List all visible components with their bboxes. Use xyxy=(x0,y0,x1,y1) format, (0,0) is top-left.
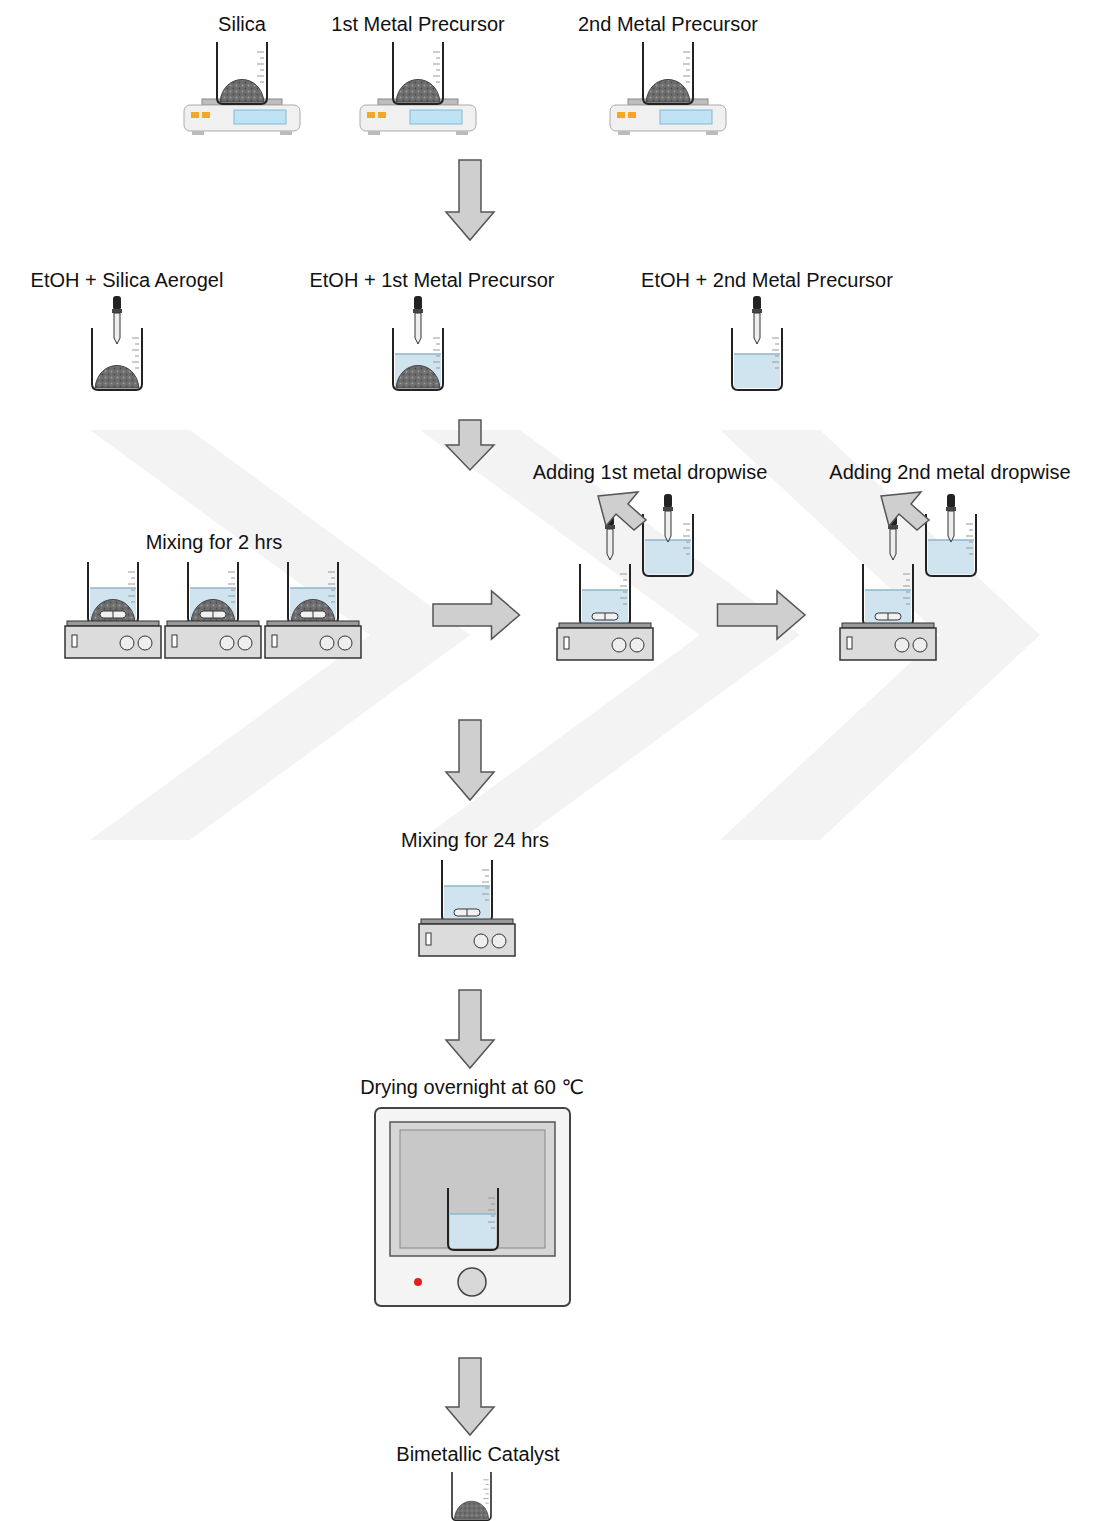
catalyst-beaker xyxy=(452,1472,491,1520)
process-arrow xyxy=(446,160,494,240)
step-caption: Bimetallic Catalyst xyxy=(371,1442,586,1466)
step-caption: EtOH + 2nd Metal Precursor xyxy=(610,268,925,292)
step-caption: EtOH + 1st Metal Precursor xyxy=(280,268,585,292)
process-step: Adding 1st metal dropwise xyxy=(503,460,798,660)
step-caption: Adding 1st metal dropwise xyxy=(503,460,798,484)
watermark xyxy=(90,430,1040,840)
step-caption: Adding 2nd metal dropwise xyxy=(805,460,1095,484)
process-step: Mixing for 2 hrs xyxy=(65,530,363,658)
magnetic-stirrer xyxy=(65,562,361,658)
process-arrow xyxy=(718,591,806,639)
process-arrow xyxy=(446,420,494,470)
process-step: Adding 2nd metal dropwise xyxy=(805,460,1095,660)
beaker-with-dropper xyxy=(92,296,782,390)
process-step: Bimetallic Catalyst xyxy=(371,1442,586,1521)
step-caption: Drying overnight at 60 ℃ xyxy=(332,1075,612,1099)
process-step: EtOH + 2nd Metal Precursor xyxy=(610,268,925,393)
step-caption: EtOH + Silica Aerogel xyxy=(5,268,250,292)
dropwise-addition xyxy=(557,492,976,660)
step-caption: Mixing for 2 hrs xyxy=(65,530,363,554)
balance-with-beaker xyxy=(184,42,726,135)
process-step: EtOH + 1st Metal Precursor xyxy=(280,268,585,393)
process-step: 2nd Metal Precursor xyxy=(550,12,786,132)
magnetic-stirrer xyxy=(419,860,515,956)
process-arrow xyxy=(433,591,520,639)
process-arrow xyxy=(446,990,494,1068)
process-step: Mixing for 24 hrs xyxy=(380,828,570,958)
process-arrow xyxy=(446,720,494,800)
step-caption: 1st Metal Precursor xyxy=(300,12,536,36)
process-arrow xyxy=(446,1358,494,1435)
step-caption: Mixing for 24 hrs xyxy=(380,828,570,852)
drying-oven xyxy=(375,1108,570,1306)
step-caption: 2nd Metal Precursor xyxy=(550,12,786,36)
process-step: EtOH + Silica Aerogel xyxy=(5,268,250,393)
process-step: Silica xyxy=(180,12,305,132)
process-step: Drying overnight at 60 ℃ xyxy=(332,1075,612,1307)
process-step: 1st Metal Precursor xyxy=(300,12,536,132)
step-caption: Silica xyxy=(180,12,305,36)
